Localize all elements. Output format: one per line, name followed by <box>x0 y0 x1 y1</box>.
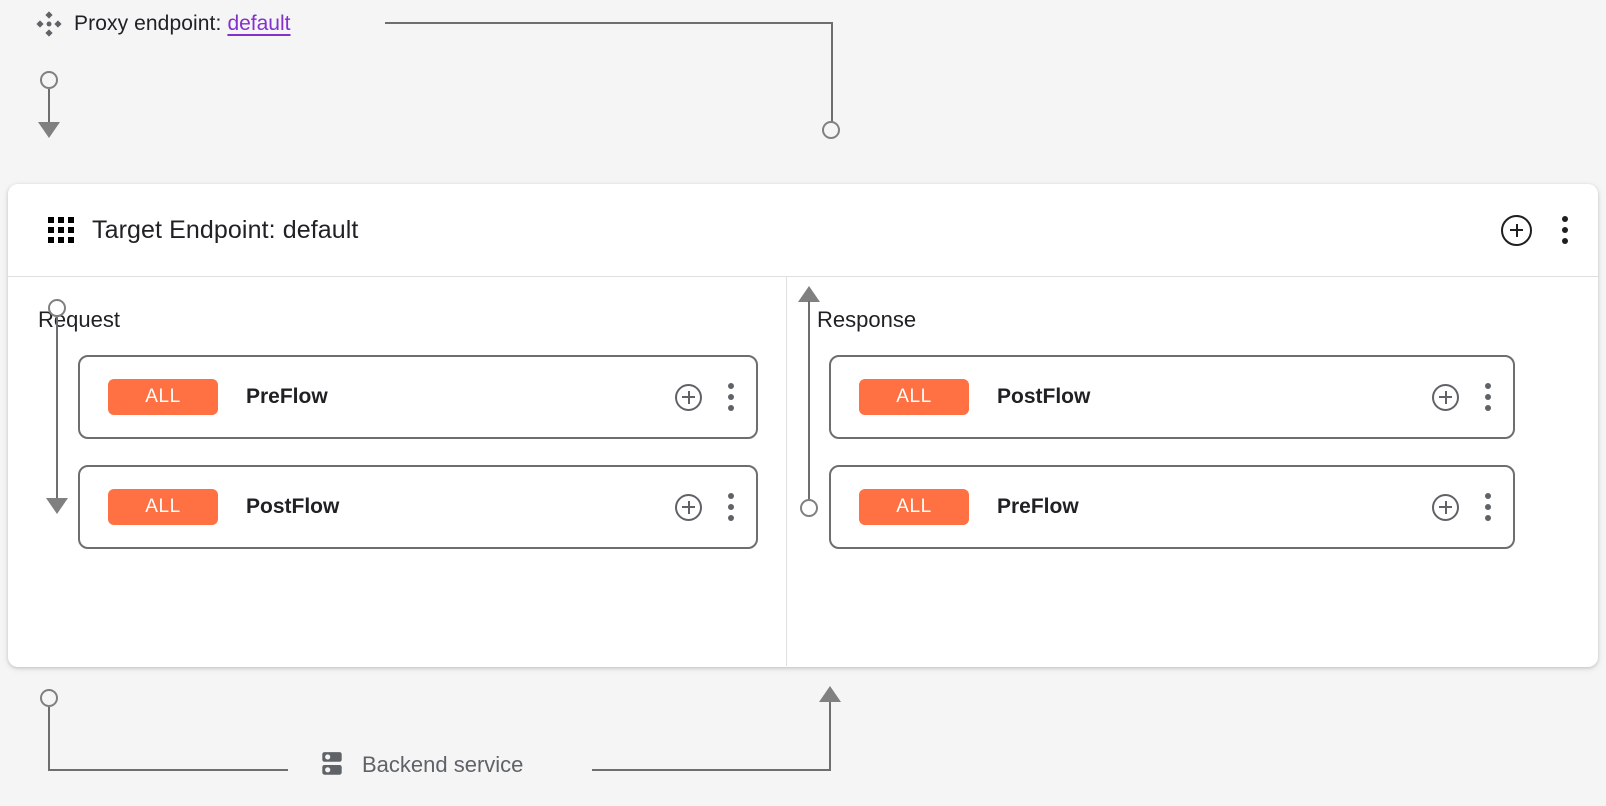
backend-service-row: Backend service <box>318 745 523 785</box>
add-circle-icon[interactable] <box>675 383 702 411</box>
connector-top-vertical <box>831 22 833 122</box>
flow-row-actions <box>1432 493 1491 521</box>
backend-response-horizontal <box>592 769 831 771</box>
backend-response-arrow-up <box>819 686 841 702</box>
api-proxy-diamond-icon <box>34 9 64 39</box>
response-flow-row-preflow[interactable]: ALL PreFlow <box>829 465 1515 549</box>
response-column-label: Response <box>817 307 917 332</box>
header-actions <box>1501 214 1568 246</box>
more-vert-icon[interactable] <box>1485 383 1491 411</box>
backend-response-vertical <box>829 702 831 770</box>
flow-row-actions <box>675 493 734 521</box>
flow-row-actions <box>1432 383 1491 411</box>
target-endpoint-header: Target Endpoint: default <box>8 184 1598 277</box>
column-divider <box>786 277 787 666</box>
connector-top-horizontal <box>385 22 832 24</box>
request-flow-arrow-down <box>46 498 68 514</box>
flow-name: PostFlow <box>997 385 1091 408</box>
flow-name: PreFlow <box>246 385 328 408</box>
flow-condition-badge: ALL <box>108 489 218 525</box>
proxy-endpoint-row: Proxy endpoint: default <box>34 6 291 42</box>
more-vert-icon[interactable] <box>1485 493 1491 521</box>
add-circle-icon[interactable] <box>1501 214 1532 246</box>
request-flow-row-postflow[interactable]: ALL PostFlow <box>78 465 758 549</box>
backend-request-vertical <box>48 707 50 770</box>
connector-node-top-right <box>822 121 840 139</box>
response-flow-arrow-up <box>798 286 820 302</box>
flow-condition-badge: ALL <box>859 489 969 525</box>
connector-top-left-vertical <box>48 89 50 125</box>
request-flow-start-node <box>48 299 66 317</box>
response-flow-start-node <box>800 499 818 517</box>
add-circle-icon[interactable] <box>675 493 702 521</box>
flow-condition-badge: ALL <box>859 379 969 415</box>
connector-arrow-into-card <box>38 122 60 138</box>
response-flow-row-postflow[interactable]: ALL PostFlow <box>829 355 1515 439</box>
add-circle-icon[interactable] <box>1432 383 1459 411</box>
proxy-endpoint-link[interactable]: default <box>227 12 291 35</box>
backend-service-label: Backend service <box>362 752 524 777</box>
more-vert-icon[interactable] <box>728 383 734 411</box>
more-vert-icon[interactable] <box>1562 216 1568 244</box>
backend-request-start-node <box>40 689 58 707</box>
response-flow-line <box>808 301 810 501</box>
target-endpoint-card: Target Endpoint: default Request ALL <box>8 184 1598 667</box>
proxy-endpoint-label: Proxy endpoint: <box>74 12 222 35</box>
flow-columns: Request ALL PreFlow ALL PostFlow <box>8 277 1598 666</box>
flow-condition-badge: ALL <box>108 379 218 415</box>
request-flow-row-preflow[interactable]: ALL PreFlow <box>78 355 758 439</box>
flow-name: PreFlow <box>997 495 1079 518</box>
more-vert-icon[interactable] <box>728 493 734 521</box>
flow-name: PostFlow <box>246 495 340 518</box>
server-stack-icon <box>318 750 346 780</box>
response-column: Response ALL PostFlow ALL PreFlow <box>787 277 1598 666</box>
connector-node-top-left <box>40 71 58 89</box>
request-flow-line <box>56 317 58 501</box>
backend-request-horizontal <box>48 769 288 771</box>
add-circle-icon[interactable] <box>1432 493 1459 521</box>
flow-row-actions <box>675 383 734 411</box>
target-endpoint-title: Target Endpoint: default <box>92 215 359 244</box>
apps-grid-icon <box>48 217 74 243</box>
request-column: Request ALL PreFlow ALL PostFlow <box>8 277 786 666</box>
